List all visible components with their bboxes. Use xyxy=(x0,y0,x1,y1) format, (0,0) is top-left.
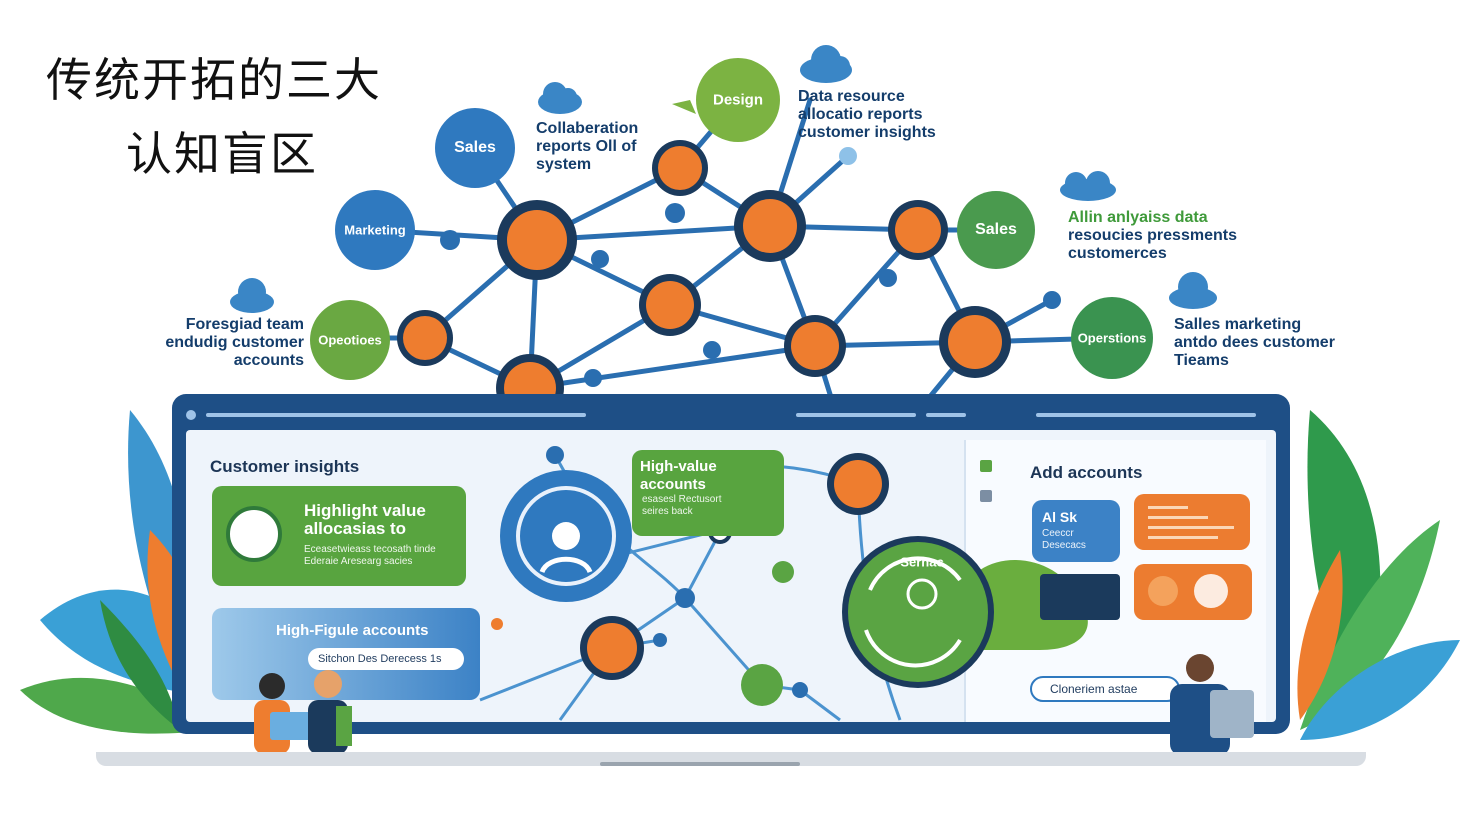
pin-icon xyxy=(491,618,503,630)
person-left-1 xyxy=(254,673,314,754)
section-customer-insights: Customer insights xyxy=(210,457,360,476)
person-left-2 xyxy=(308,670,352,754)
node-sales-right xyxy=(957,191,1035,269)
cloud-icon-5 xyxy=(1169,272,1217,309)
card-orange-list[interactable] xyxy=(1134,494,1250,550)
label-all-analysis: Allin anlyaiss data resoucies pressments… xyxy=(1068,209,1237,262)
laptop-notch xyxy=(600,762,800,766)
user-avatar-circle xyxy=(500,470,632,602)
toolbar-segment xyxy=(206,413,586,417)
card-high-figure[interactable]: High-Figule accounts Sitchon Des Dereces… xyxy=(212,608,480,700)
node-operations-left xyxy=(310,300,390,380)
node-design-label: Design xyxy=(712,91,764,109)
node-marketing xyxy=(335,190,415,270)
browser-toolbar xyxy=(186,404,1276,426)
card-title: Al Sk xyxy=(1042,509,1078,525)
toolbar-segment xyxy=(796,413,916,417)
node-sales-right-label: Sales xyxy=(975,221,1017,238)
node-sales-top xyxy=(435,108,515,188)
sales-cycle-label: Serhac xyxy=(900,554,944,570)
toolbar-segment xyxy=(926,413,966,417)
cloud-icon-2 xyxy=(800,45,852,83)
node-sales-top-label: Sales xyxy=(454,139,496,156)
toolbar-segment xyxy=(1036,413,1256,417)
cloud-icon-4 xyxy=(230,278,274,313)
cloud-icon-1 xyxy=(538,82,582,114)
node-marketing-label: Marketing xyxy=(344,222,406,238)
panel-strip xyxy=(1040,574,1120,620)
panel-icon xyxy=(980,490,992,502)
node-operations-right xyxy=(1071,297,1153,379)
card-pill: Sitchon Des Derecess 1s xyxy=(308,648,464,670)
node-operations-left-label: Opeotioes xyxy=(318,332,382,348)
light-dot xyxy=(839,147,857,165)
node-operations-right-label: Operstions xyxy=(1077,330,1147,346)
person-right xyxy=(1170,654,1254,756)
node-design xyxy=(672,58,780,142)
panel-icon xyxy=(980,460,992,472)
card-orange-chart[interactable] xyxy=(1134,564,1252,620)
card-badge-icon xyxy=(226,506,282,562)
right-foliage xyxy=(1297,410,1460,740)
cloud-icon-3 xyxy=(1060,171,1116,201)
laptop-base xyxy=(96,752,1366,766)
headline-line-1: 传统开拓的三大 xyxy=(46,53,382,107)
card-title: High-Figule accounts xyxy=(276,622,429,639)
headline-line-2: 认知盲区 xyxy=(126,127,318,181)
section-add-accounts: Add accounts xyxy=(1030,463,1143,482)
toolbar-dot xyxy=(186,410,196,420)
